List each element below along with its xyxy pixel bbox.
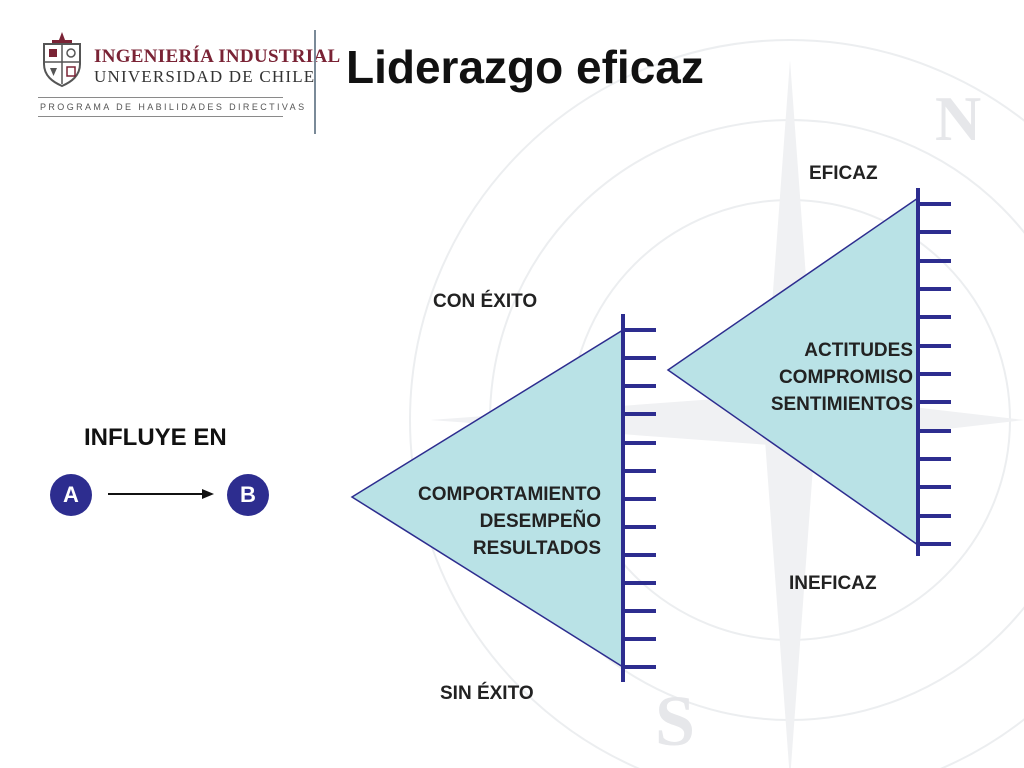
lower-triangle-text: COMPORTAMIENTO DESEMPEÑO RESULTADOS — [418, 481, 601, 562]
lower-line-1: COMPORTAMIENTO — [418, 484, 601, 505]
upper-triangle-text: ACTITUDES COMPROMISO SENTIMIENTOS — [771, 337, 913, 418]
influence-label: INFLUYE EN — [84, 424, 227, 451]
upper-bottom-label: INEFICAZ — [789, 573, 877, 594]
university-crest-icon — [43, 32, 81, 88]
lower-ruler — [621, 314, 656, 682]
upper-line-2: COMPROMISO — [778, 367, 913, 388]
logo-subtitle: UNIVERSIDAD DE CHILE — [94, 67, 316, 86]
lower-bottom-label: SIN ÉXITO — [440, 683, 534, 704]
influence-arrow — [108, 489, 214, 499]
upper-line-3: SENTIMIENTOS — [770, 394, 913, 415]
upper-line-1: ACTITUDES — [804, 340, 913, 361]
lower-line-2: DESEMPEÑO — [479, 511, 601, 532]
lower-top-label: CON ÉXITO — [433, 291, 538, 312]
title-divider — [314, 30, 316, 134]
program-name: PROGRAMA DE HABILIDADES DIRECTIVAS — [40, 102, 307, 112]
lower-line-3: RESULTADOS — [472, 538, 601, 559]
compass-s-letter: S — [655, 681, 695, 761]
compass-n-letter: N — [935, 83, 981, 154]
logo-divider-bottom — [38, 116, 283, 117]
logo-title: INGENIERÍA INDUSTRIAL — [94, 46, 341, 67]
upper-ruler — [916, 188, 951, 556]
upper-top-label: EFICAZ — [809, 163, 878, 184]
node-b: B — [227, 474, 269, 516]
node-a: A — [50, 474, 92, 516]
logo-divider — [38, 97, 283, 98]
university-logo: INGENIERÍA INDUSTRIAL UNIVERSIDAD DE CHI… — [36, 28, 340, 120]
slide-title: Liderazgo eficaz — [346, 41, 704, 93]
